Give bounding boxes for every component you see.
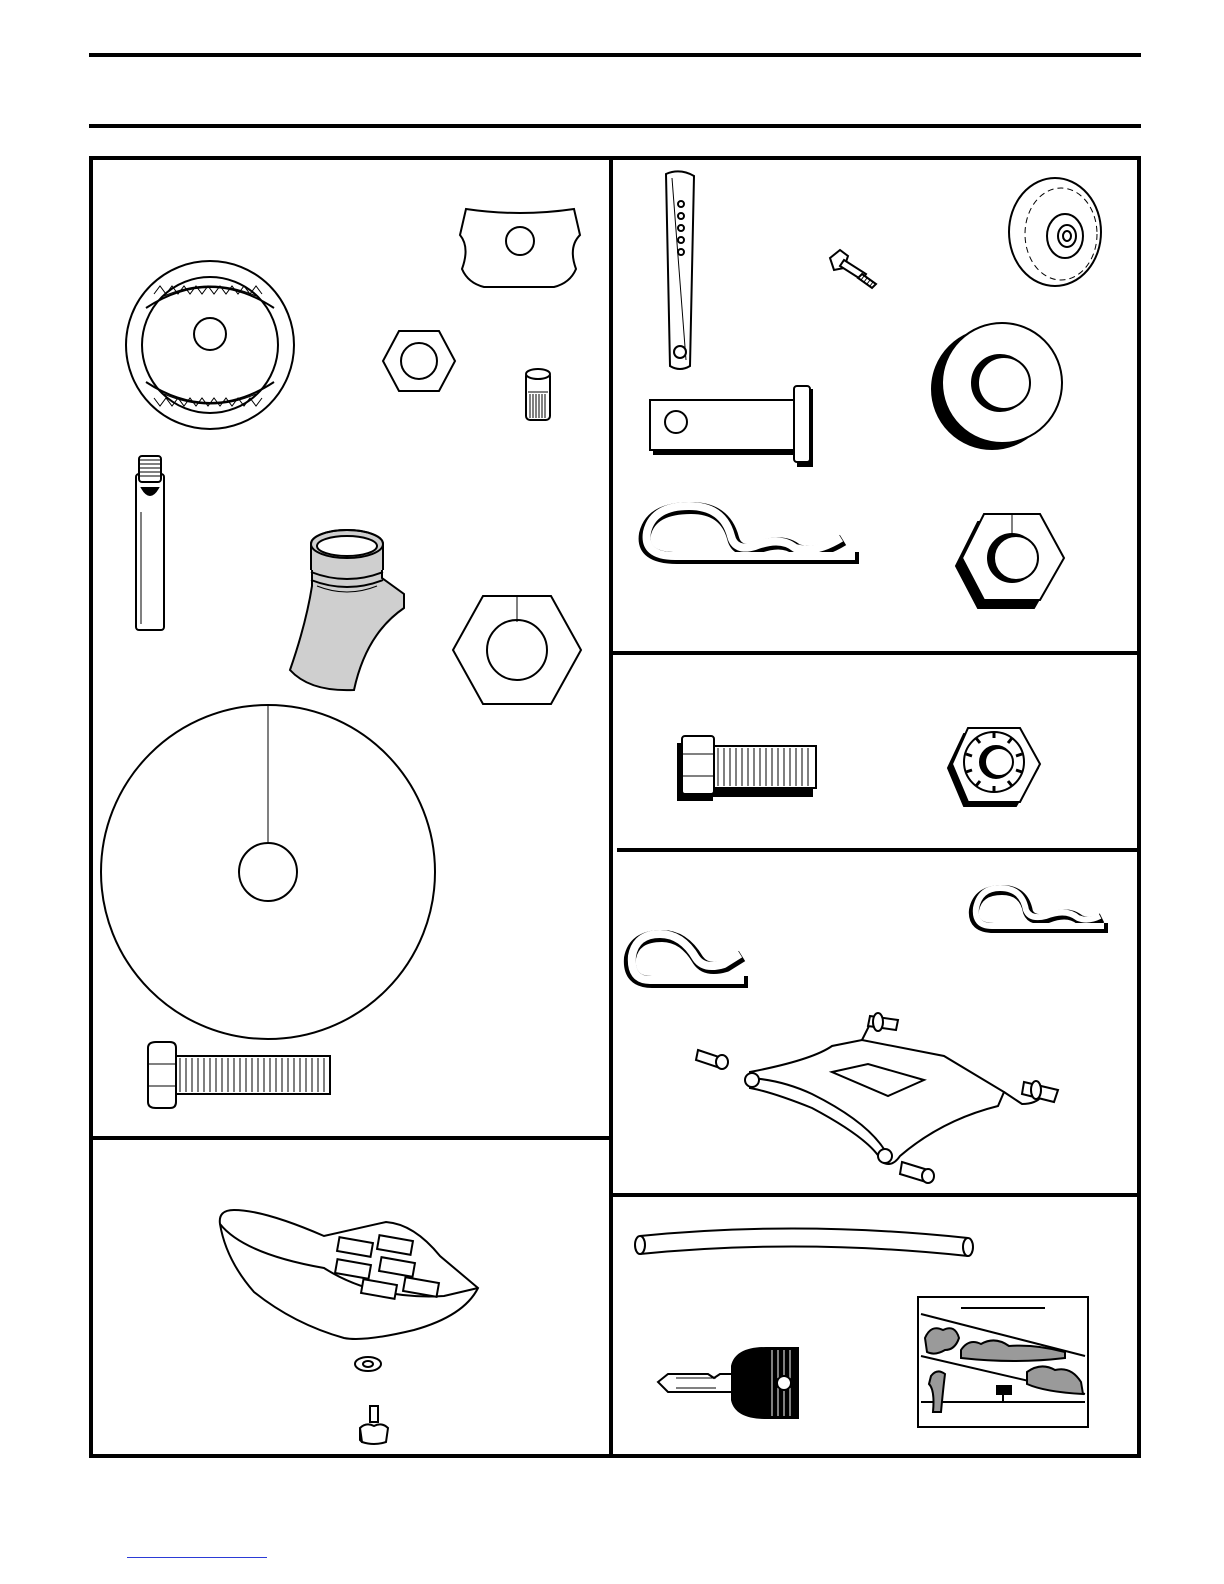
hex-nut-icon	[954, 512, 1066, 610]
hairpin-clip-icon	[637, 498, 865, 588]
gauge-wheel-icon	[1005, 176, 1105, 288]
bushing-icon	[520, 366, 556, 424]
header-top-rule	[89, 53, 1141, 57]
steering-wheel-icon	[124, 236, 296, 454]
flat-washer-icon	[930, 321, 1064, 453]
header-bottom-rule	[89, 124, 1141, 128]
wing-knob-icon	[356, 1404, 392, 1448]
castle-nut-icon	[946, 720, 1042, 810]
hex-bolt-icon	[144, 1040, 334, 1110]
wheel-cover-disc-icon	[99, 702, 439, 1044]
hose-icon	[630, 1224, 978, 1260]
mower-bracket-icon	[692, 1000, 1072, 1192]
shoulder-bolt-icon	[826, 248, 880, 290]
hairpin-clip-icon	[622, 922, 754, 992]
adjustment-link-icon	[656, 170, 704, 374]
hex-nut-icon	[381, 329, 457, 393]
large-hex-nut-icon	[451, 594, 583, 706]
clevis-pin-icon	[648, 384, 816, 470]
steering-adapter-icon	[458, 205, 582, 289]
small-hairpin-clip-icon	[968, 878, 1112, 938]
washer-icon	[353, 1354, 383, 1374]
footer-link-underline	[127, 1557, 267, 1558]
hex-bolt-icon	[674, 732, 824, 802]
slope-guide-icon	[915, 1294, 1091, 1430]
steering-shaft-icon	[130, 452, 170, 634]
seat-icon	[214, 1204, 482, 1344]
ignition-key-icon	[656, 1346, 800, 1420]
steering-boot-icon	[286, 524, 418, 696]
